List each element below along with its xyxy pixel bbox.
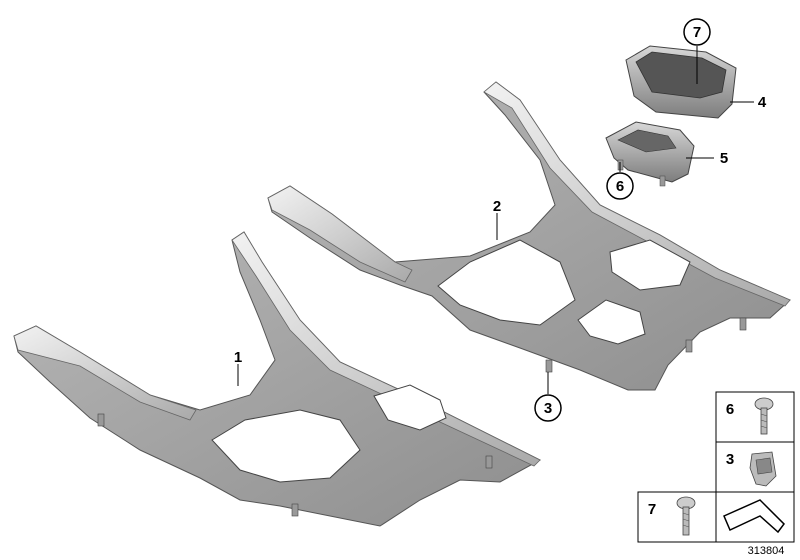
callout-4: 4 [758,94,767,111]
callout-7: 7 [693,24,701,41]
legend-label-7: 7 [648,501,656,518]
figure-number: 313804 [748,545,785,557]
callout-3: 3 [544,400,552,417]
callout-7-circle: 7 [683,18,711,46]
legend-box-6 [715,391,795,443]
callout-6-circle: 6 [606,172,634,200]
legend-label-3: 3 [726,451,734,468]
storage-tray-part-4 [625,45,737,119]
callout-3-circle: 3 [534,394,562,422]
trim-tool-icon [723,499,785,534]
legend-label-6: 6 [726,401,734,418]
leader-lines [237,46,754,394]
callout-1: 1 [234,349,242,366]
callout-5: 5 [720,150,728,167]
screw-icon [676,496,696,536]
console-trim-part-2 [267,81,791,391]
screw-icon [754,397,774,435]
console-trim-part-1 [13,231,542,527]
clip-nut-icon [749,451,777,487]
callout-2: 2 [493,198,501,215]
fastener-legend: 6 3 7 [637,391,795,543]
callout-6: 6 [616,178,624,195]
insert-part-5 [605,121,695,187]
